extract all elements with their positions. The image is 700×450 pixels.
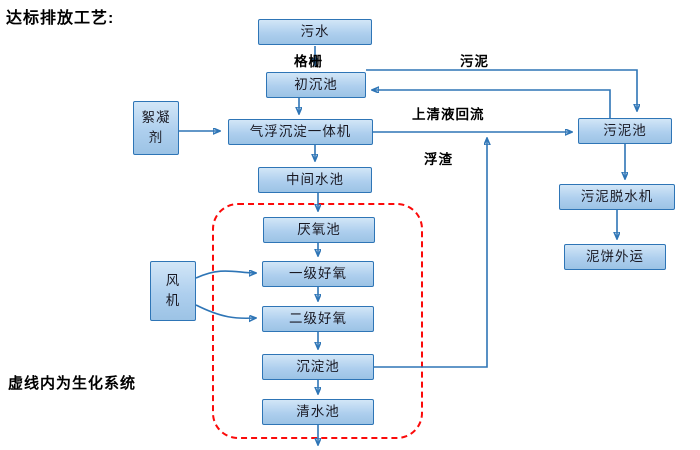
connector-blower-to-aerobic2 <box>195 304 255 318</box>
node-anaerobic-tank: 厌氧池 <box>263 217 375 243</box>
node-air-flotation: 气浮沉淀一体机 <box>228 119 373 145</box>
edge-label-grid: 格栅 <box>294 54 323 69</box>
node-aerobic-stage2: 二级好氧 <box>262 306 374 332</box>
edge-label-sludge: 污泥 <box>460 54 489 69</box>
node-sedimentation-tank: 沉淀池 <box>262 354 374 380</box>
node-blower: 风机 <box>150 261 196 321</box>
connector-blower-to-aerobic1 <box>195 271 255 279</box>
arrow-supernatant-return <box>373 90 611 118</box>
node-sludge-dewatering: 污泥脱水机 <box>559 184 675 210</box>
node-clear-water-tank: 清水池 <box>262 399 374 425</box>
edge-label-scum: 浮渣 <box>424 152 453 167</box>
arrow-sludge-to-sludgetank <box>366 69 637 110</box>
edge-label-supernatant-return: 上清液回流 <box>412 107 485 122</box>
node-mud-cake-out: 泥饼外运 <box>564 244 666 270</box>
node-sludge-tank: 污泥池 <box>578 118 672 144</box>
node-flocculant: 絮凝剂 <box>133 101 179 155</box>
node-intermediate-tank: 中间水池 <box>258 167 372 193</box>
node-sewage: 污水 <box>258 19 372 45</box>
dashed-line-note: 虚线内为生化系统 <box>8 375 137 392</box>
arrow-sedimentation-sludge-up <box>374 139 487 368</box>
node-primary-sedimentation: 初沉池 <box>266 72 366 98</box>
node-aerobic-stage1: 一级好氧 <box>262 261 374 287</box>
page-title: 达标排放工艺: <box>6 10 115 27</box>
